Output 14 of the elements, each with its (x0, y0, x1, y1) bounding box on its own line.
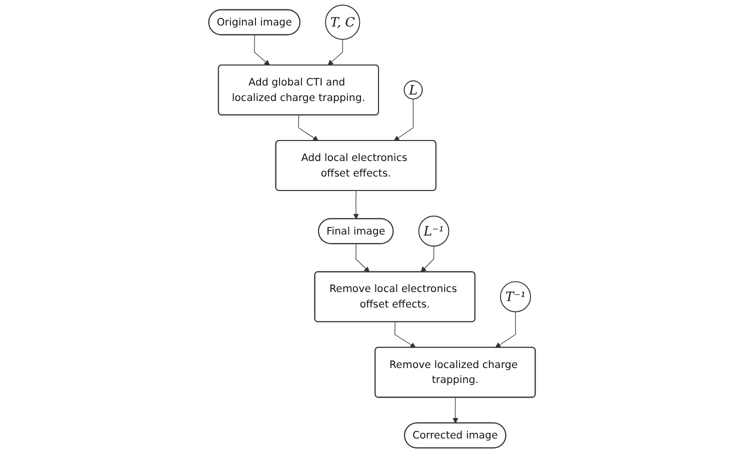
arrow (298, 114, 318, 142)
arrow (356, 244, 370, 272)
arrow (394, 322, 416, 348)
node-circle: T⁻¹ (500, 281, 532, 312)
arrow (328, 39, 343, 66)
arrow (420, 246, 434, 272)
arrow (495, 311, 516, 348)
node-circle: T, C (325, 4, 360, 40)
arrow (394, 98, 414, 142)
node-circle: L⁻¹ (418, 216, 450, 247)
arrow (452, 397, 458, 424)
arrow (353, 190, 359, 220)
node-circle: L (404, 80, 423, 100)
arrow (254, 34, 270, 66)
